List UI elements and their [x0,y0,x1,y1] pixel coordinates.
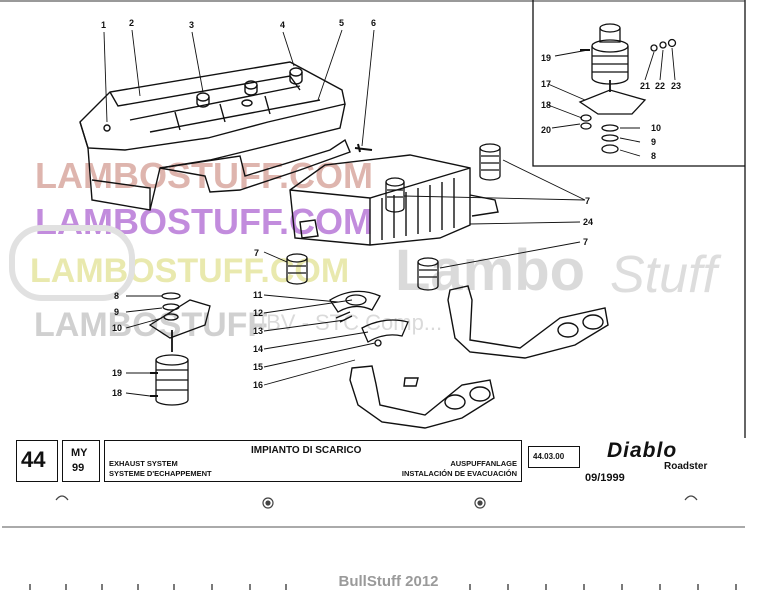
callout-22: 22 [655,81,665,91]
model-variant: Roadster [664,461,708,472]
callout-16: 16 [253,380,263,390]
callout-17: 17 [541,79,551,89]
binder-holes [55,495,698,509]
callout-6: 6 [371,18,376,28]
watermark-lambostuff-purple: LAMBOSTUFF.COM [35,201,373,242]
callout-2: 2 [129,18,134,28]
callout-20: 20 [541,125,551,135]
title-italian: IMPIANTO DI SCARICO [251,445,362,456]
callout-12: 12 [253,308,263,318]
callout-5: 5 [339,18,344,28]
rubber-mount-top-right [479,143,501,181]
page-number-box: 44 [16,440,58,482]
watermark-stuff-script: Stuff [610,246,721,304]
model-year-value: 99 [72,462,85,474]
watermark-ibv: IBV - STC Comp... [260,310,442,335]
exhaust-clamp [329,290,409,347]
callout-7-left: 7 [254,248,259,258]
model-year-box: MY 99 [62,440,100,482]
model-logo: Diablo [607,439,678,462]
title-french: SYSTEME D'ECHAPPEMENT [109,469,212,478]
callout-19: 19 [112,368,122,378]
title-english: EXHAUST SYSTEM [109,459,178,468]
rubber-mount-right [417,257,439,291]
callout-1: 1 [101,20,106,30]
muffler [289,154,499,246]
callout-15: 15 [253,362,263,372]
callout-7-upper: 7 [585,196,590,206]
watermark-lambostuff-yellow: LAMBOSTUFF.COM [30,252,349,290]
callout-numbers: 1 2 3 4 5 6 19 21 22 23 17 18 20 10 9 8 … [101,18,681,398]
issue-date: 09/1999 [585,472,625,484]
callout-11: 11 [253,290,263,300]
callout-9: 9 [114,307,119,317]
callout-3: 3 [189,20,194,30]
title-german: AUSPUFFANLAGE [450,459,517,468]
callout-10: 10 [112,323,122,333]
table-code-box: 44.03.00 [528,446,580,468]
title-box: IMPIANTO DI SCARICO EXHAUST SYSTEM SYSTE… [104,440,522,482]
table-code: 44.03.00 [533,452,565,461]
callout-18-inset: 18 [541,100,551,110]
callout-18: 18 [112,388,122,398]
callout-19-inset: 19 [541,53,551,63]
callout-10-inset: 10 [651,123,661,133]
exhaust-tailpipes [349,285,609,429]
callout-23: 23 [671,81,681,91]
title-spanish: INSTALACIÓN DE EVACUACIÓN [401,469,517,478]
callout-8: 8 [114,291,119,301]
page-edge-ticks [29,584,737,590]
rubber-mount-center [385,177,405,213]
callout-24: 24 [583,217,593,227]
callout-8-inset: 8 [651,151,656,161]
heat-shield [79,61,373,211]
callout-13: 13 [253,326,263,336]
callout-9-inset: 9 [651,137,656,147]
model-year-label: MY [71,447,88,459]
callout-7-right: 7 [583,237,588,247]
callout-4: 4 [280,20,285,30]
callout-leader-lines [103,29,676,397]
rubber-mount-left [286,253,308,285]
callout-21: 21 [640,81,650,91]
footer-credit: BullStuff 2012 [338,573,439,590]
detail-inset [532,0,745,167]
watermark-car-silhouette [9,225,135,301]
page-number: 44 [21,447,46,472]
callout-14: 14 [253,344,263,354]
